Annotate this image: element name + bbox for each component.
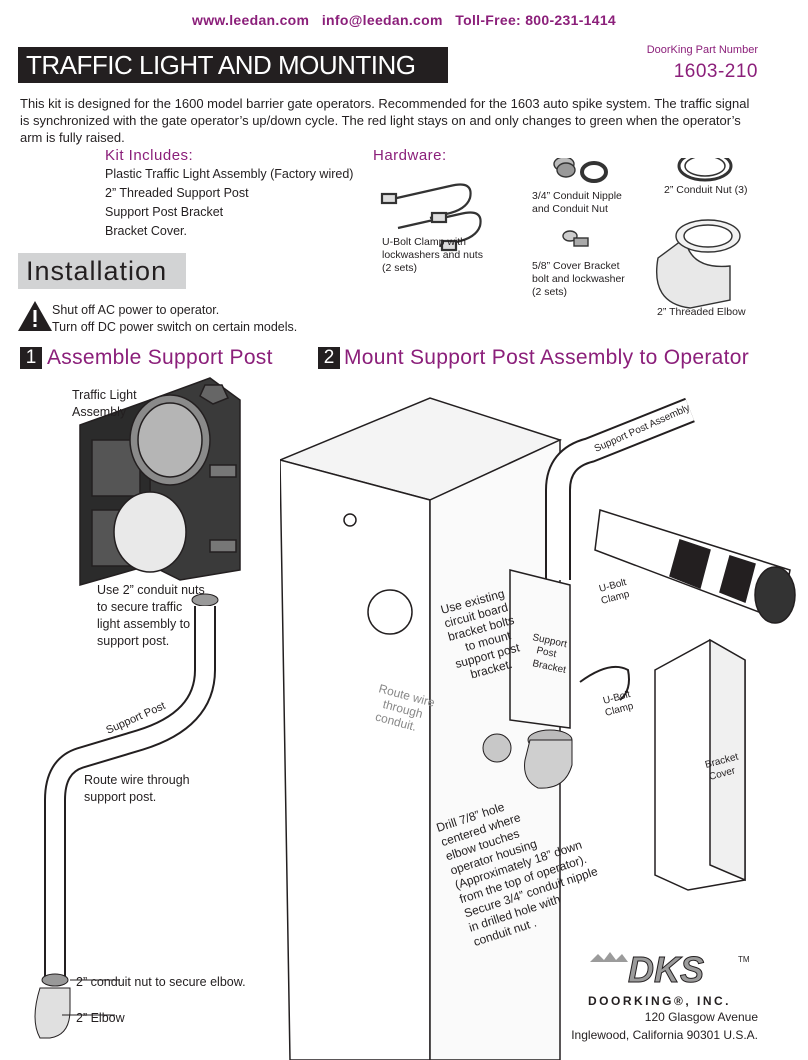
- dks-logo-icon: DKS TM: [590, 949, 750, 991]
- route-wire-note: Route wire through support post.: [84, 773, 190, 804]
- step-2-title: Mount Support Post Assembly to Operator: [344, 346, 750, 369]
- contact-bar: www.leedan.com info@leedan.com Toll-Free…: [0, 12, 808, 28]
- conduit-nipple-icon: [553, 158, 608, 183]
- intro-paragraph: This kit is designed for the 1600 model …: [20, 96, 750, 145]
- step-1-title: Assemble Support Post: [47, 346, 273, 369]
- step-2-number: 2: [318, 347, 340, 369]
- company-name: DOORKING®, INC.: [588, 994, 732, 1008]
- step-2-illustration: Support Post Assembly Support Post Brack…: [280, 397, 796, 1060]
- threaded-elbow-icon: [656, 219, 741, 309]
- kit-item: Support Post Bracket: [105, 205, 224, 219]
- barrier-arm-shape: [594, 509, 796, 624]
- page-title: TRAFFIC LIGHT AND MOUNTING KIT: [18, 47, 448, 116]
- address-line-2: Inglewood, California 90301 U.S.A.: [571, 1028, 758, 1042]
- email-link[interactable]: info@leedan.com: [321, 12, 443, 28]
- conduit-nut-icon: [677, 158, 733, 182]
- traffic-light-icon: [79, 377, 241, 586]
- kit-includes-heading: Kit Includes:: [105, 147, 194, 164]
- conduit-nut-label: 2” Conduit Nut (3): [664, 184, 748, 196]
- elbow-label: 2” Threaded Elbow: [657, 306, 746, 318]
- cover-bolt-icon: [562, 230, 589, 247]
- logo-text: DKS: [628, 949, 704, 988]
- kit-item: Bracket Cover.: [105, 224, 187, 238]
- hardware-illustrations: [380, 158, 741, 309]
- kit-item: Plastic Traffic Light Assembly (Factory …: [105, 167, 354, 181]
- traffic-light-label: Traffic Light Assembly: [72, 388, 137, 419]
- warning-ac: Shut off AC power to operator.: [52, 303, 220, 317]
- ubolt-icon: [380, 183, 482, 252]
- warning-dc: Turn off DC power switch on certain mode…: [52, 320, 298, 334]
- part-number-value: 1603-210: [673, 61, 758, 82]
- tollfree-number: Toll-Free: 800-231-1414: [455, 12, 616, 28]
- operator-housing-shape: [280, 397, 563, 1060]
- step-1-illustration: Support Post: [34, 377, 241, 1039]
- cover-bolt-label: 5/8” Cover Bracket bolt and lockwasher (…: [532, 260, 625, 298]
- kit-list: Plastic Traffic Light Assembly (Factory …: [105, 165, 353, 241]
- bracket-text-2: Post: [535, 645, 557, 660]
- support-post-bracket-shape: [509, 569, 571, 729]
- part-number-label: DoorKing Part Number: [646, 44, 758, 56]
- use-nuts-note: Use 2” conduit nuts to secure traffic li…: [97, 583, 205, 648]
- elbow-shape: [34, 987, 71, 1039]
- logo-tm: TM: [738, 955, 750, 964]
- elbow-note: 2” Elbow: [76, 1011, 125, 1025]
- step-1-number: 1: [20, 347, 42, 369]
- installation-heading: Installation: [18, 253, 186, 289]
- hardware-heading: Hardware:: [373, 147, 447, 164]
- nipple-label: 3/4” Conduit Nipple and Conduit Nut: [532, 190, 622, 215]
- company-logo: DKS TM: [588, 948, 758, 991]
- address-line-1: 120 Glasgow Avenue: [644, 1010, 758, 1024]
- kit-item: 2” Threaded Support Post: [105, 186, 249, 200]
- website-link[interactable]: www.leedan.com: [192, 12, 310, 28]
- warning-icon: [18, 301, 52, 331]
- ubolt-label: U-Bolt Clamp with lockwashers and nuts (…: [382, 236, 483, 274]
- nut-elbow-note: 2” conduit nut to secure elbow.: [76, 975, 246, 989]
- bracket-cover-shape: [654, 638, 746, 891]
